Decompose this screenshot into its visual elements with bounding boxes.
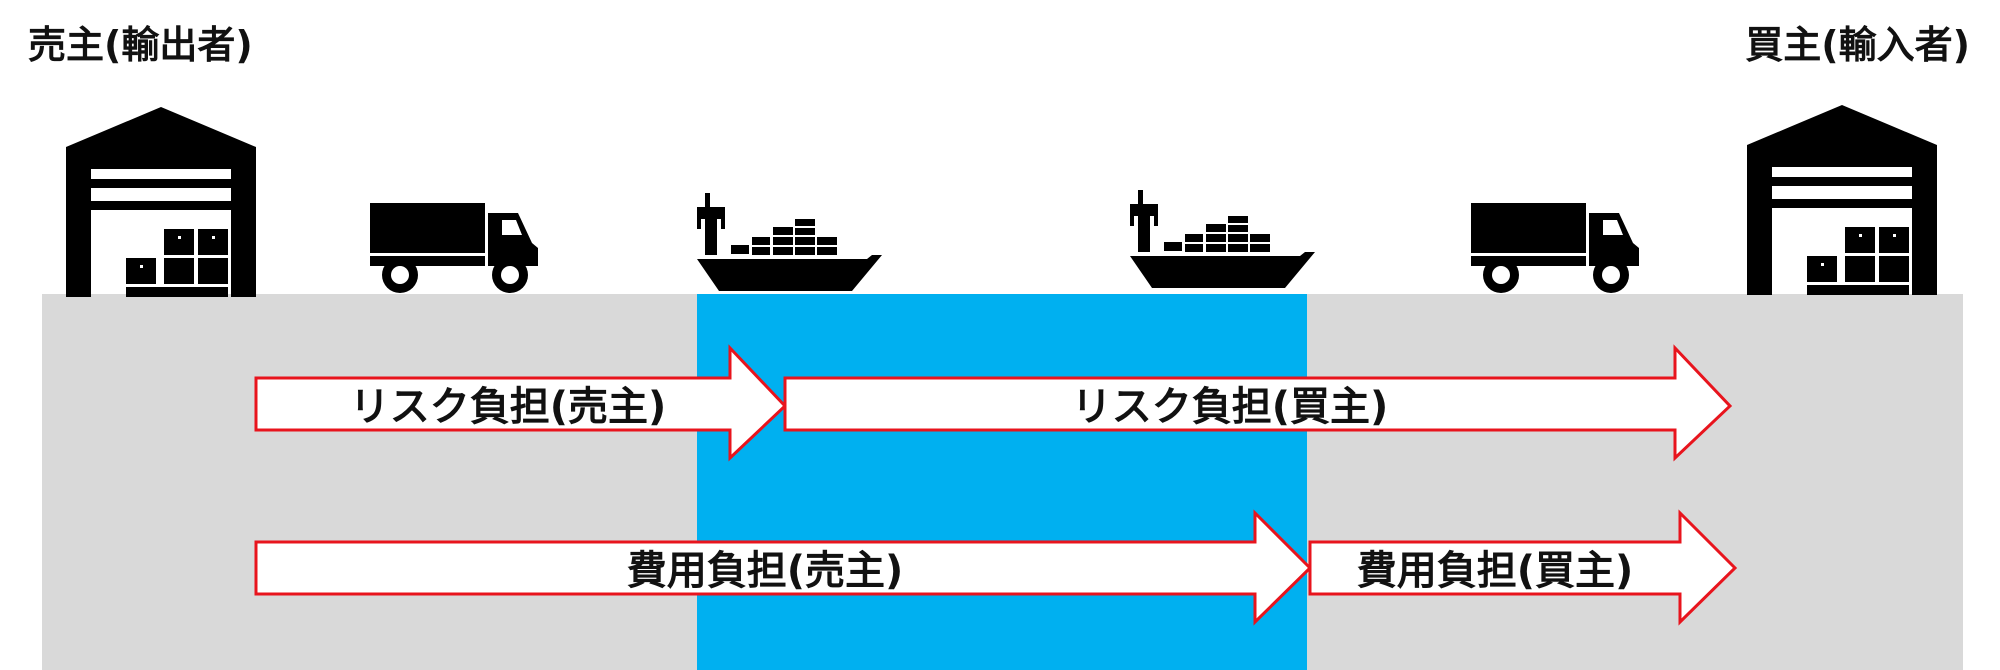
risk-seller-label: リスク負担(売主) [350, 384, 667, 430]
buyer-label: 買主(輸入者) [1745, 23, 1970, 67]
truck-icon [370, 203, 538, 293]
ship-icon [1130, 190, 1315, 288]
warehouse-icon [66, 107, 256, 297]
truck-icon [1471, 203, 1639, 293]
risk-arrow-seller: リスク負担(売主) [254, 344, 788, 462]
cost-seller-label: 費用負担(売主) [627, 548, 904, 594]
land-area-buyer [1307, 294, 1963, 670]
cost-arrow-seller: 費用負担(売主) [254, 509, 1313, 626]
risk-arrow-buyer: リスク負担(買主) [783, 344, 1733, 462]
ship-icon [697, 193, 882, 291]
warehouse-icon [1747, 105, 1937, 295]
cost-arrow-buyer: 費用負担(買主) [1308, 509, 1738, 626]
seller-label: 売主(輸出者) [28, 23, 253, 67]
sea-area [697, 294, 1307, 670]
risk-buyer-label: リスク負担(買主) [1072, 384, 1389, 430]
cost-buyer-label: 費用負担(買主) [1357, 548, 1634, 594]
land-area-seller [42, 294, 697, 670]
